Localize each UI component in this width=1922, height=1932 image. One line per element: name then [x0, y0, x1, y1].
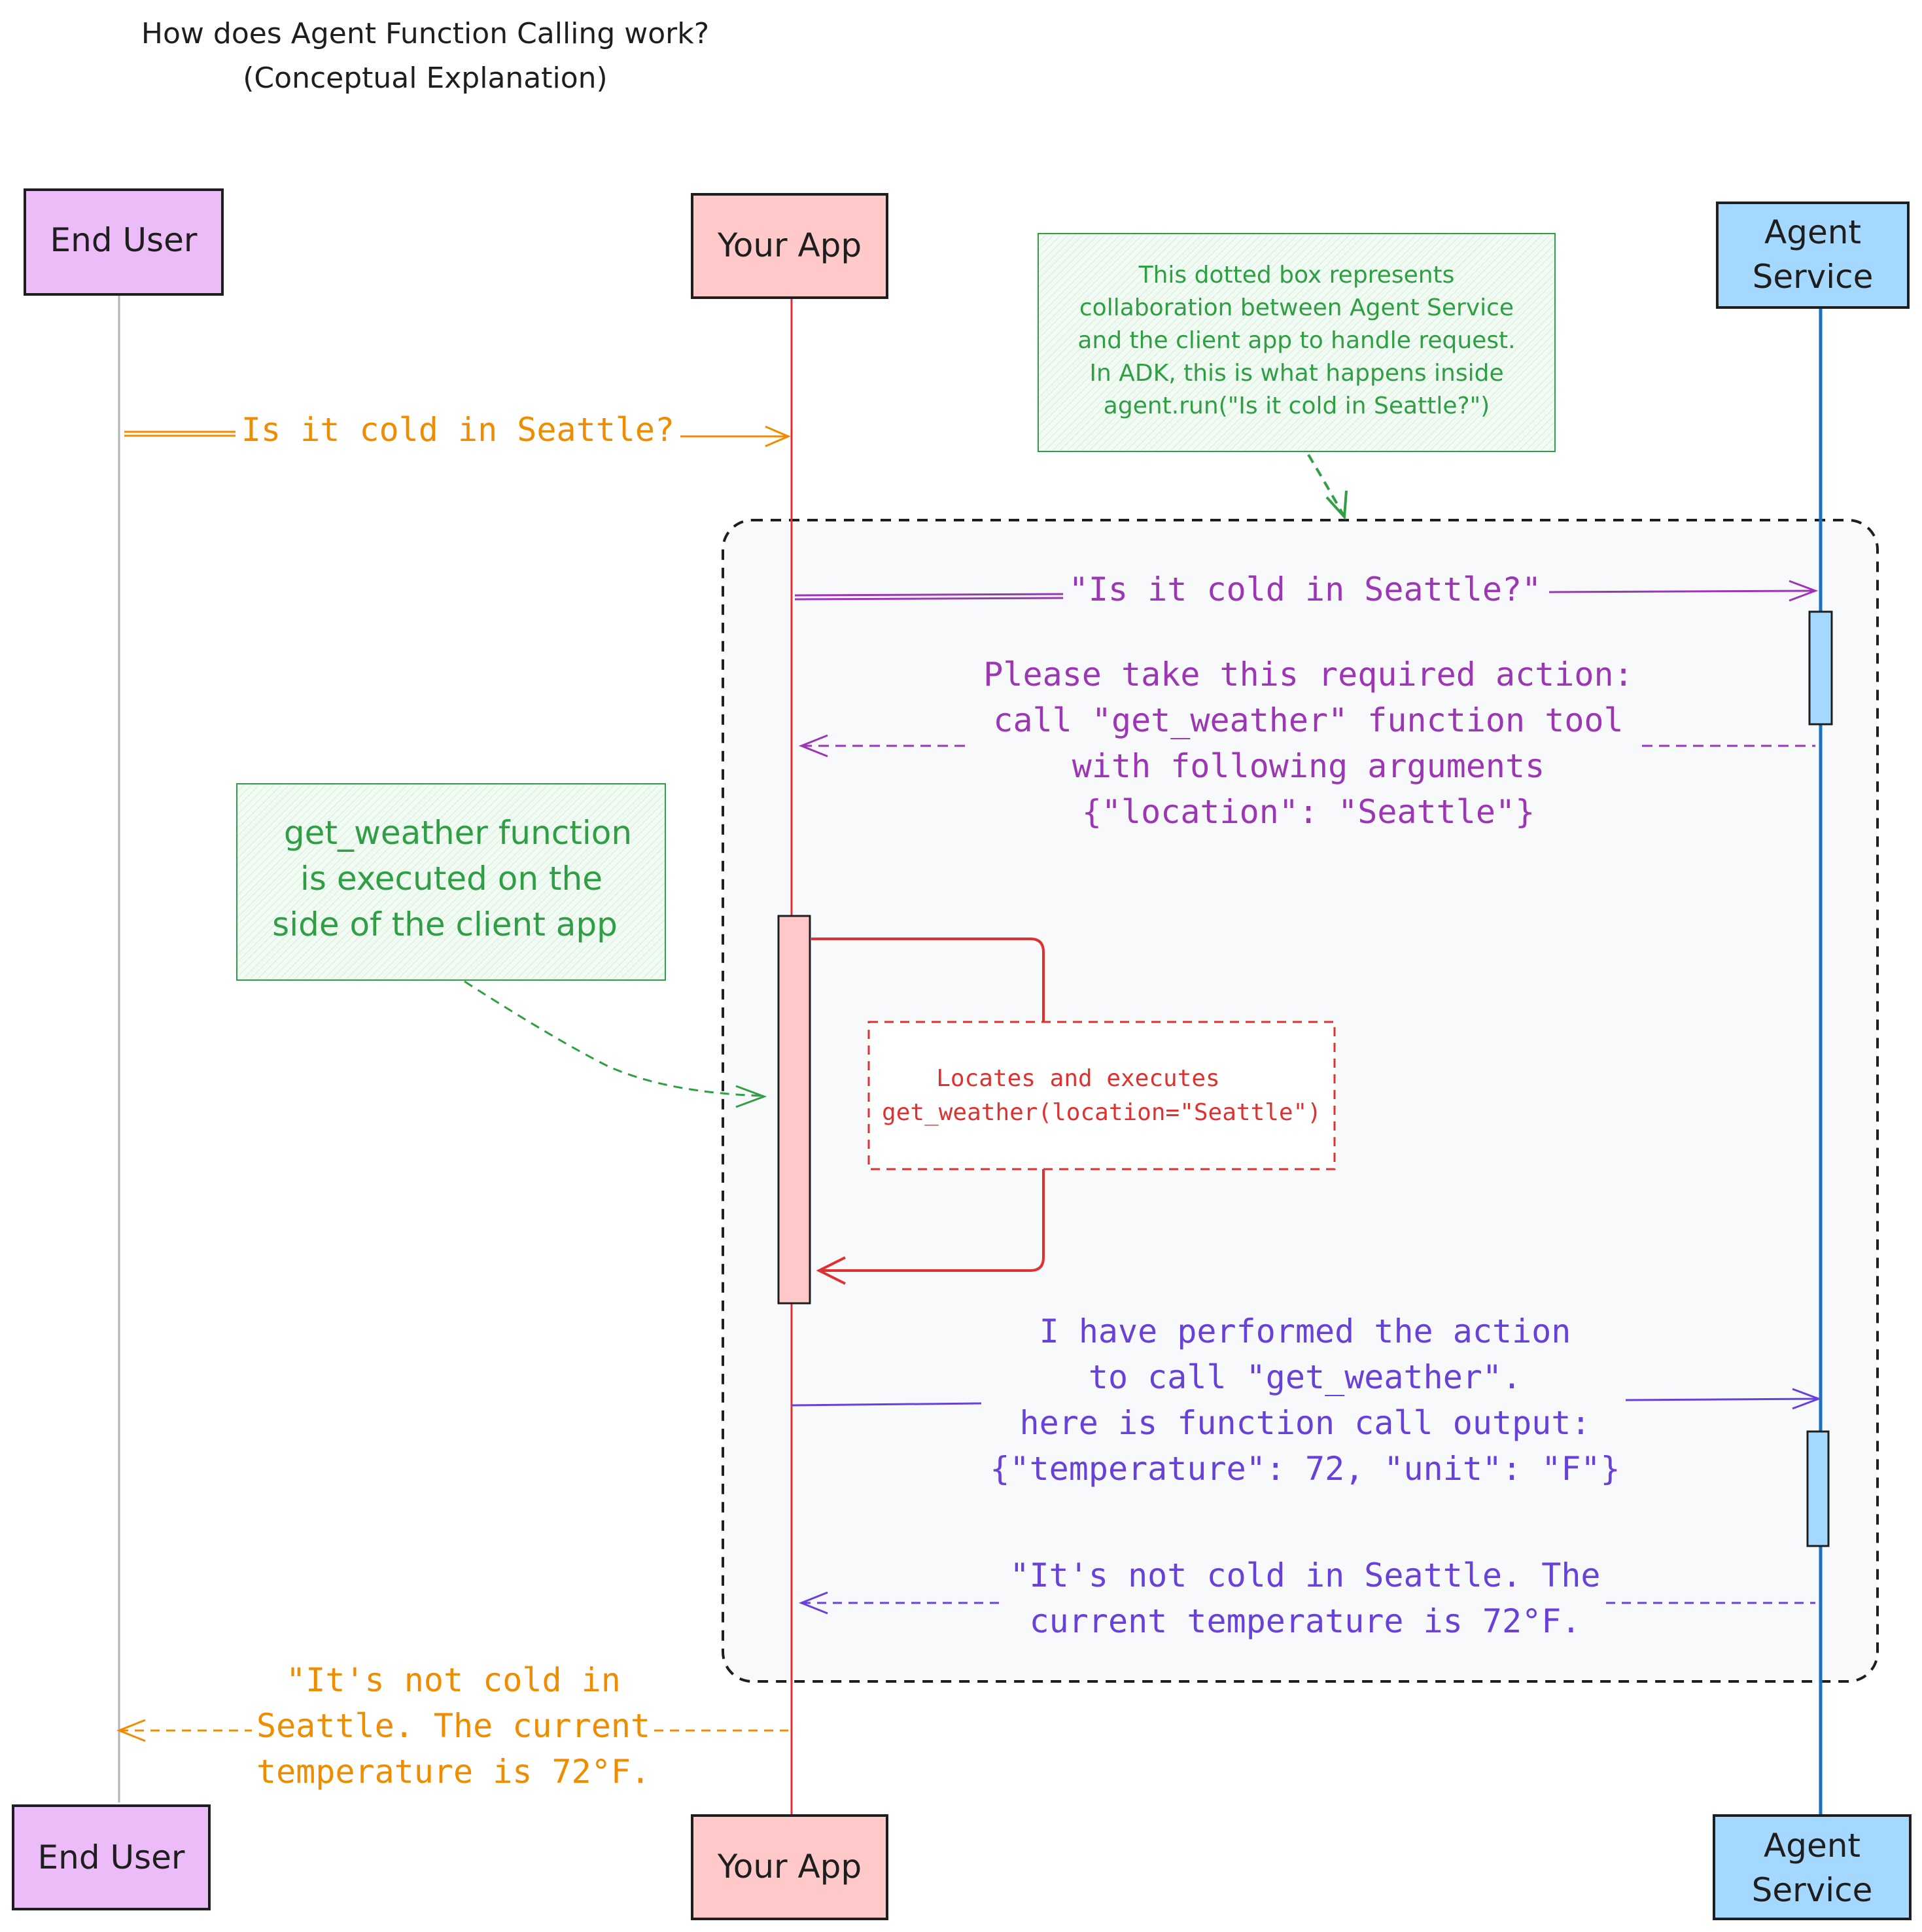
client-exec-arrow: [464, 980, 767, 1108]
app-answer-line-2: Seattle. The current: [256, 1707, 650, 1745]
collab-note-line-2: collaboration between Agent Service: [1079, 294, 1514, 321]
client-exec-note: get_weather function is executed on the …: [236, 783, 666, 981]
app-answer-line-1: "It's not cold in: [286, 1661, 621, 1699]
message-required-action: Please take this required action: call "…: [798, 656, 1815, 831]
locates-line-2: get_weather(location="Seattle"): [882, 1099, 1321, 1126]
message-agent-answer: "It's not cold in Seattle. The current t…: [798, 1556, 1815, 1640]
your-app-label: Your App: [717, 226, 862, 264]
app-answer-line-3: temperature is 72°F.: [256, 1753, 650, 1791]
agent-answer-line-1: "It's not cold in Seattle. The: [1009, 1556, 1600, 1594]
agent-service-label-line-1: Agent: [1764, 213, 1861, 251]
collab-note-line-4: In ADK, this is what happens inside: [1089, 360, 1503, 387]
locates-note: Locates and executes get_weather(locatio…: [867, 1021, 1336, 1170]
participant-end-user-top: End User: [24, 188, 224, 296]
participant-agent-service-top: Agent Service: [1716, 202, 1910, 309]
end-user-label-bottom: End User: [38, 1838, 185, 1876]
client-exec-line-3: side of the client app: [272, 905, 618, 943]
message-app-answer: "It's not cold in Seattle. The current t…: [116, 1661, 788, 1791]
message-function-output: I have performed the action to call "get…: [791, 1312, 1822, 1488]
message-user-question: Is it cold in Seattle?: [124, 411, 791, 449]
participant-your-app-bottom: Your App: [691, 1814, 888, 1920]
participant-agent-service-bottom: Agent Service: [1713, 1814, 1912, 1920]
required-action-line-1: Please take this required action:: [983, 656, 1633, 694]
user-question-text: Is it cold in Seattle?: [241, 411, 674, 449]
collab-note-line-1: This dotted box represents: [1138, 262, 1455, 289]
agent-answer-line-2: current temperature is 72°F.: [1030, 1602, 1581, 1640]
required-action-line-2: call "get_weather" function tool: [993, 701, 1623, 739]
agent-service-label-bottom-line-1: Agent: [1764, 1827, 1861, 1865]
function-output-line-3: here is function call output:: [1020, 1404, 1591, 1442]
agent-activation-2: [1806, 1430, 1830, 1547]
client-exec-line-2: is executed on the: [300, 860, 603, 898]
title-line-2: (Conceptual Explanation): [243, 61, 607, 95]
participant-your-app-top: Your App: [691, 193, 888, 299]
app-activation: [777, 915, 811, 1305]
message-app-to-agent: "Is it cold in Seattle?": [794, 571, 1819, 608]
required-action-line-3: with following arguments: [1072, 747, 1545, 785]
agent-service-label-bottom-line-2: Service: [1752, 1871, 1873, 1909]
app-to-agent-text: "Is it cold in Seattle?": [1069, 571, 1541, 608]
agent-service-label-line-2: Service: [1753, 258, 1874, 296]
required-action-line-4: {"location": "Seattle"}: [1082, 793, 1535, 831]
client-exec-line-1: get_weather function: [284, 814, 632, 852]
diagram-title: How does Agent Function Calling work? (C…: [141, 17, 709, 95]
collab-note-line-3: and the client app to handle request.: [1077, 327, 1515, 354]
participant-end-user-bottom: End User: [12, 1804, 211, 1910]
function-output-line-2: to call "get_weather".: [1089, 1358, 1522, 1396]
title-line-1: How does Agent Function Calling work?: [141, 17, 709, 50]
function-output-line-4: {"temperature": 72, "unit": "F"}: [990, 1450, 1620, 1488]
collaboration-note: This dotted box represents collaboration…: [1038, 233, 1556, 452]
your-app-label-bottom: Your App: [717, 1848, 862, 1886]
locates-line-1: Locates and executes: [936, 1065, 1219, 1092]
collab-note-arrow: [1307, 453, 1348, 520]
function-output-line-1: I have performed the action: [1040, 1312, 1571, 1350]
agent-activation-1: [1808, 610, 1833, 726]
end-user-label: End User: [50, 221, 198, 259]
collab-note-line-5: agent.run("Is it cold in Seattle?"): [1104, 393, 1490, 419]
